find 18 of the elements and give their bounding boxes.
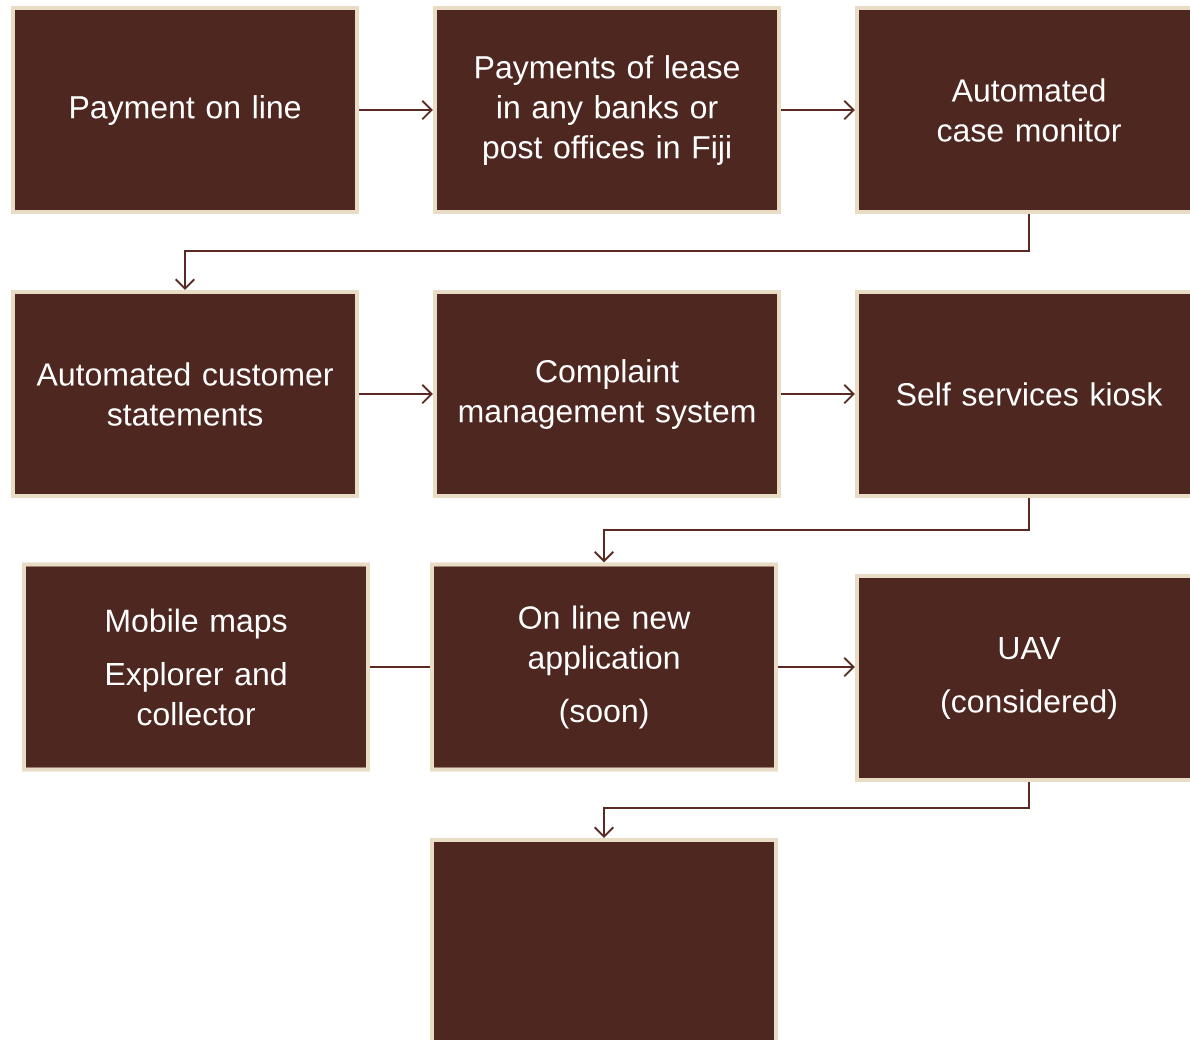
process-box: UAV (considered) <box>855 574 1190 782</box>
arrow <box>358 99 433 121</box>
arrow <box>593 781 1030 838</box>
process-box: Automated case monitor <box>855 6 1190 214</box>
arrow <box>174 213 1030 290</box>
arrow <box>780 99 855 121</box>
process-box: Automated customer statements <box>11 290 359 498</box>
arrow <box>777 656 855 678</box>
process-box: Payment on line <box>11 6 359 214</box>
process-box: Self services kiosk <box>855 290 1190 498</box>
process-box: On line new application (soon) <box>430 562 778 772</box>
process-box: Payments of lease in any banks or post offices in Fiji <box>433 6 781 214</box>
arrow <box>780 383 855 405</box>
arrow <box>593 497 1030 563</box>
empty-box <box>430 838 778 1040</box>
process-box: Complaint management system <box>433 290 781 498</box>
process-box: Mobile maps Explorer and collector <box>22 562 370 772</box>
arrow <box>358 383 433 405</box>
